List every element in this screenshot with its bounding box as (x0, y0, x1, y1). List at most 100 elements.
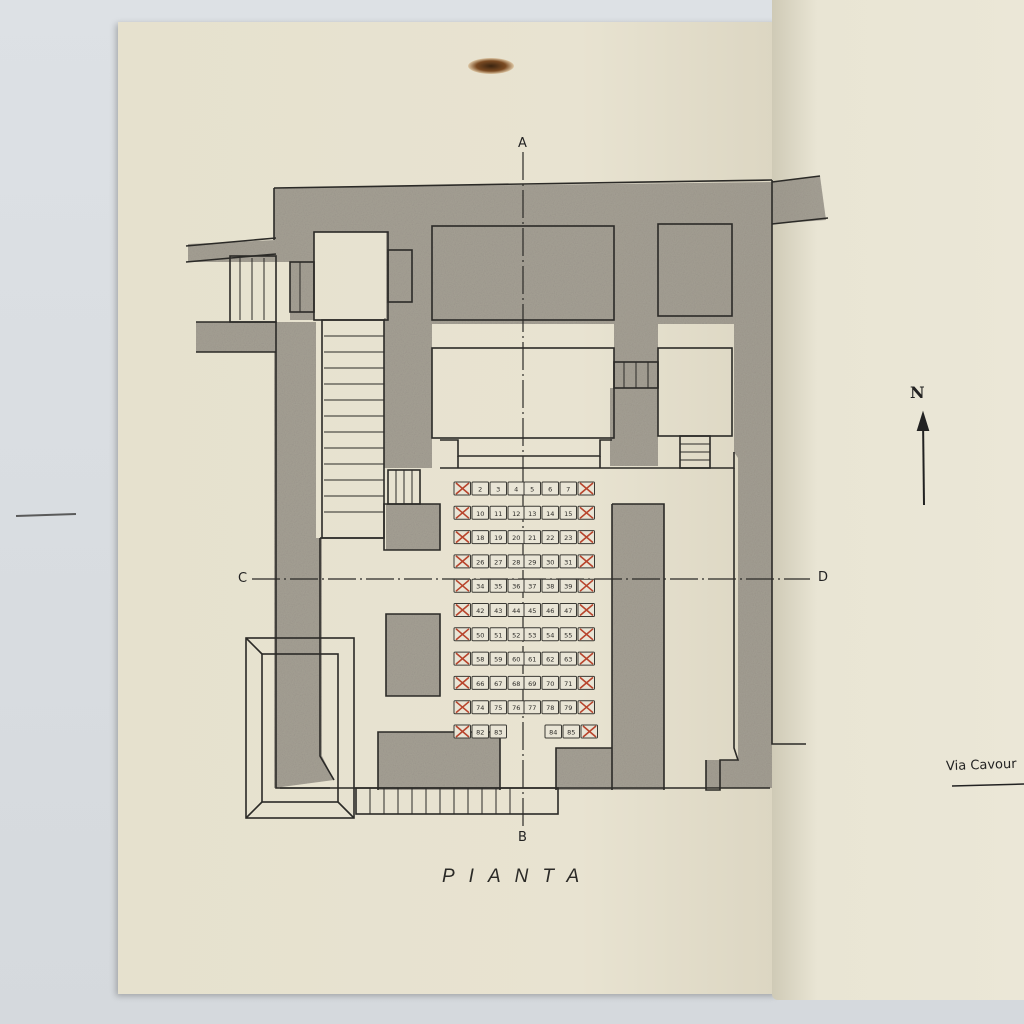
seat-number: 79 (564, 704, 572, 712)
seat-number: 15 (564, 510, 572, 518)
seat-number: 59 (494, 656, 502, 664)
north-arrow-icon (916, 410, 930, 506)
seat-number: 68 (512, 680, 520, 688)
seat-number: 52 (512, 631, 520, 639)
cross-icon (455, 482, 470, 495)
seat-number: 76 (512, 704, 520, 712)
seat (471, 627, 489, 642)
seat (541, 530, 559, 545)
cross-icon (579, 701, 594, 714)
seat (559, 481, 577, 496)
seat-number: 44 (512, 607, 520, 615)
seat (471, 651, 489, 666)
seat (489, 700, 507, 715)
seat (541, 651, 559, 666)
seat-number: 83 (494, 729, 502, 737)
seat (489, 603, 507, 617)
seat (489, 554, 507, 569)
seat (489, 651, 507, 666)
seat-number: 2 (478, 486, 482, 494)
seat-number: 34 (476, 583, 484, 591)
seat (489, 505, 507, 520)
seat-number: 18 (476, 534, 484, 542)
seat-number: 12 (512, 510, 520, 518)
seat (471, 724, 489, 739)
cross-icon (455, 579, 470, 592)
seat (471, 481, 489, 496)
seat (471, 554, 489, 569)
seat-number: 10 (476, 510, 484, 518)
seat-number: 13 (528, 510, 536, 518)
seat-number: 30 (546, 558, 554, 566)
cross-icon (455, 555, 470, 568)
seat (559, 603, 577, 617)
seat-number: 43 (494, 607, 502, 615)
seat (559, 530, 577, 545)
seat-number: 39 (564, 583, 572, 591)
seat-number: 74 (476, 704, 484, 712)
seat-number: 70 (546, 680, 554, 688)
seat-number: 31 (564, 558, 572, 566)
seat (471, 578, 489, 593)
wall-outlines (185, 175, 829, 819)
seat-number: 71 (564, 680, 572, 688)
seat-number: 4 (514, 486, 518, 494)
seat (559, 675, 577, 690)
stair-treads (239, 258, 710, 814)
wall-shading (188, 176, 826, 790)
seat (559, 578, 577, 593)
cross-icon (579, 506, 594, 519)
drawing-title: PIANTA (442, 866, 594, 887)
cross-icon (455, 506, 470, 519)
burn-mark (468, 58, 514, 74)
seat-number: 53 (528, 631, 536, 639)
seat-number: 55 (564, 631, 572, 639)
cross-icon (455, 628, 470, 641)
seat (489, 675, 507, 690)
seat (489, 578, 507, 593)
seat-number: 51 (494, 631, 502, 639)
seat-number: 21 (528, 534, 536, 542)
seat (471, 675, 489, 690)
seat (541, 675, 559, 690)
seat (541, 627, 559, 642)
seat (471, 700, 489, 715)
seat-number: 6 (548, 486, 552, 494)
seat (559, 700, 577, 715)
seat-number: 14 (546, 510, 554, 518)
seat-number: 11 (494, 510, 502, 518)
street-label: Via Cavour (945, 756, 1017, 775)
seat-number: 77 (528, 704, 536, 712)
seat-number: 35 (494, 583, 502, 591)
cross-icon (579, 676, 594, 690)
seat (559, 627, 577, 642)
cross-icon (579, 482, 594, 495)
seat-number: 47 (564, 607, 572, 615)
seat (471, 603, 489, 617)
seat-number: 82 (476, 729, 484, 737)
seat (523, 481, 541, 496)
seat-number: 7 (566, 486, 570, 494)
seat (523, 675, 541, 690)
seat-number: 61 (528, 656, 536, 664)
seat (541, 603, 559, 617)
seat (523, 578, 541, 593)
cross-icon (579, 652, 594, 665)
seat (523, 651, 541, 666)
seat-number: 38 (546, 583, 554, 591)
seat-number: 54 (546, 631, 554, 639)
seat (541, 554, 559, 569)
seat-number: 3 (496, 486, 500, 494)
seat-number: 5 (530, 486, 534, 494)
seat (559, 554, 577, 569)
seat-number: 69 (528, 680, 536, 688)
seat-number: 60 (512, 656, 520, 664)
seat-number: 66 (476, 680, 484, 688)
cross-icon (455, 701, 470, 714)
cross-icon (579, 579, 594, 592)
seat-number: 23 (564, 534, 572, 542)
seat-number: 28 (512, 558, 520, 566)
facing-page (772, 0, 1024, 1000)
cross-icon (455, 725, 470, 738)
north-label: N (910, 383, 925, 402)
